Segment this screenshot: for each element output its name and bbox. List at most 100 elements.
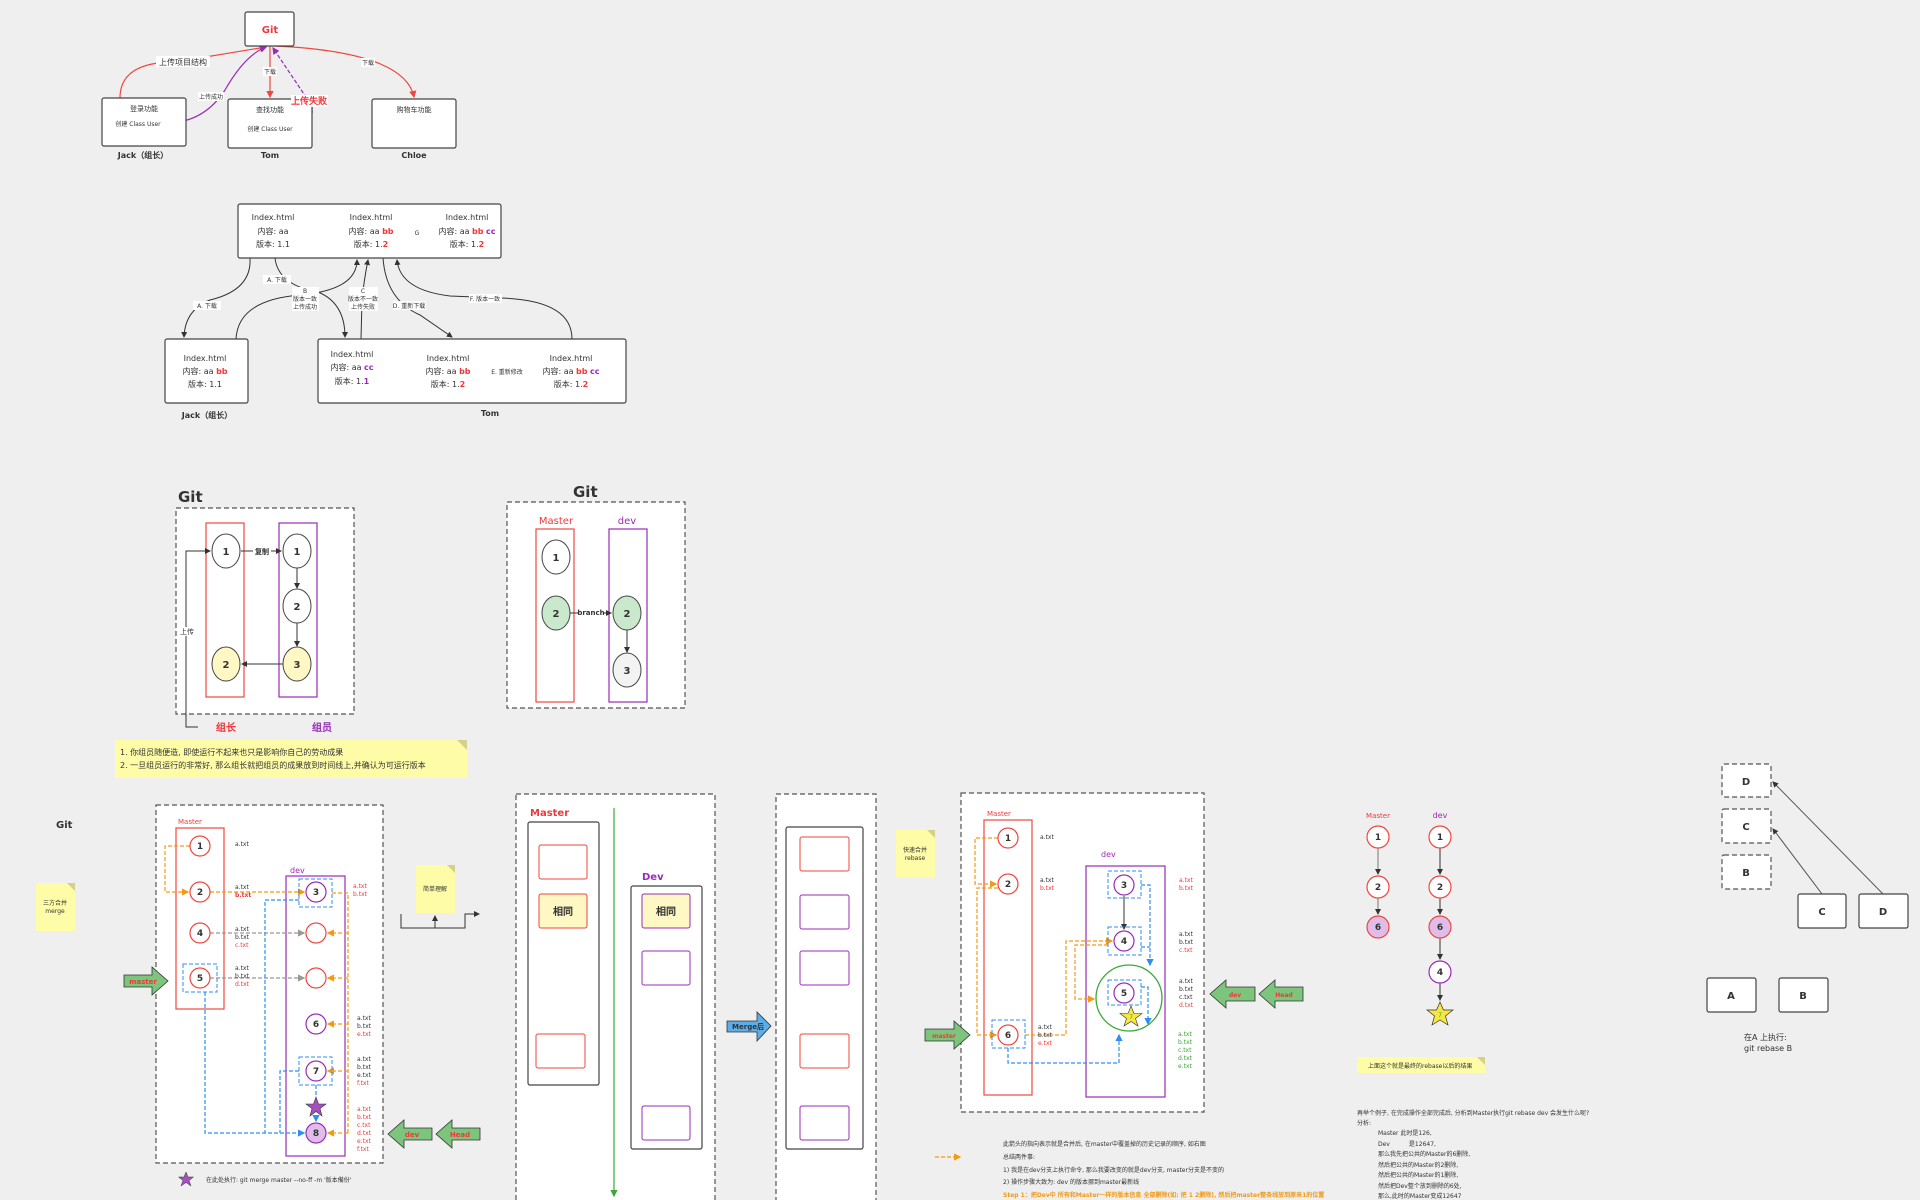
shape (997, 873, 1019, 895)
commit-box-same (641, 893, 691, 929)
text-fragment: bb (576, 367, 588, 376)
edge-label-f: F. 版本一致 (470, 295, 500, 303)
text-fragment: 2 (460, 380, 466, 389)
commit-box (799, 836, 850, 872)
head-pointer[interactable]: Head (1258, 979, 1304, 1009)
file-content: 内容: aa bb cc (438, 226, 495, 236)
commit-box (799, 894, 850, 930)
connector (1025, 937, 1114, 1036)
edge-label-upload-success: 上传成功 (199, 93, 223, 101)
head-pointer[interactable]: Head (435, 1119, 481, 1149)
text-fragment: 内容: aa (182, 366, 213, 376)
master-node (541, 595, 571, 631)
file: e.txt (1038, 1040, 1053, 1047)
node-label: 6 (313, 1020, 319, 1030)
text-fragment: 版本: 1. (554, 379, 583, 389)
master-column (527, 821, 600, 1086)
shape (491, 367, 523, 376)
text-fragment: 内容: aa (542, 366, 573, 376)
commit (1778, 977, 1829, 1013)
merge-arrow: Merge后 (726, 1011, 772, 1043)
node-label: 1 (1437, 833, 1443, 843)
merged-column (785, 826, 864, 1150)
connector (1007, 1033, 1123, 1064)
file-version: 版本: 1.2 (431, 379, 465, 389)
shape (1428, 915, 1452, 939)
text-fragment: 版本: 1. (450, 239, 479, 249)
merge-diagram-title: Git (56, 820, 73, 831)
node-label: 2 (1005, 880, 1011, 890)
copy-edge-label: 复制 (254, 547, 269, 556)
master-node (541, 539, 571, 575)
file: b.txt (1179, 939, 1194, 946)
edge-label-upload-structure: 上传项目结构 (159, 57, 207, 67)
version-flow-diagram: Index.html 内容: aa 版本: 1.1 Index.html 内容:… (164, 203, 627, 420)
upload-edge (185, 548, 211, 728)
edge-label-c-line3: 上传失败 (351, 303, 375, 311)
dev-column (1085, 865, 1166, 1098)
text-fragment: bb (382, 227, 394, 236)
explanation-line: 2) 操作步骤大致为: dev 的版本挪到master最新线 (1003, 1178, 1139, 1186)
text-fragment: 内容: aa (438, 226, 469, 236)
commit-label: B (1799, 991, 1807, 1002)
file: e.txt (357, 1138, 372, 1145)
file: a.txt (1038, 1024, 1052, 1031)
connector (1141, 986, 1152, 1026)
shape (189, 881, 211, 903)
shape (1107, 926, 1142, 956)
rebase-result-diagram: Master dev 1 2 6 1 2 6 4 7 上面这个就是最终的reba… (1357, 811, 1589, 1200)
node-label: 8 (313, 1129, 319, 1139)
node-label: 4 (1121, 937, 1127, 947)
rebase-note (896, 830, 935, 878)
commit-box (799, 950, 850, 986)
file-version: 版本: 1.1 (188, 379, 222, 389)
tom-version-3: Index.html 内容: aa bb cc 版本: 1.2 (542, 354, 599, 389)
dev-pointer[interactable]: dev (387, 1119, 433, 1149)
commit-label: B (1742, 868, 1750, 879)
master-pointer[interactable]: master (924, 1020, 971, 1050)
edge-label-a1: A. 下载 (197, 302, 217, 310)
file: b.txt (357, 1064, 372, 1071)
star-icon (305, 1096, 327, 1117)
text-fragment: 版本: 1. (256, 239, 285, 249)
shape (305, 881, 327, 903)
shape (469, 294, 502, 303)
shape (1107, 979, 1142, 1006)
master-label: Master (530, 808, 569, 819)
dev-label: dev (618, 516, 637, 527)
shape (1428, 825, 1452, 849)
merge-diagram: Git 三方合并 merge Master dev 1 2 4 5 (36, 804, 481, 1187)
dev-pointer[interactable]: dev (1209, 979, 1256, 1009)
git-repo-box (244, 11, 295, 47)
shape (189, 835, 211, 857)
file: c.txt (235, 942, 249, 949)
arrow-right-icon (123, 966, 169, 996)
member-label: 组员 (312, 721, 332, 734)
star-label: 7 (1438, 1012, 1442, 1019)
remote-versions-box (237, 203, 502, 259)
connector (400, 911, 480, 929)
file: b.txt (357, 1023, 372, 1030)
commit-label: D (1742, 777, 1750, 788)
tom-version-1: Index.html 内容: aa cc 版本: 1.1 (330, 350, 373, 386)
analysis-line: 然后把公共的Master的2删除, (1378, 1161, 1458, 1169)
connector (974, 837, 998, 888)
shape (1366, 875, 1390, 899)
shape (263, 275, 291, 284)
shape (305, 1013, 327, 1035)
file: f.txt (357, 1080, 369, 1087)
analysis-line: Dev 是12647, (1378, 1141, 1436, 1148)
file: c.txt (1178, 1047, 1192, 1054)
master-pointer[interactable]: master (123, 966, 169, 996)
explanation-line: 总结两件事: (1003, 1153, 1035, 1161)
branch-edge-label: branch (577, 609, 604, 617)
text-fragment: 2 (479, 240, 485, 249)
copy-diagram-title: Git (178, 488, 203, 506)
dev-node (612, 652, 642, 688)
connector (927, 830, 935, 838)
file: a.txt (1040, 834, 1054, 841)
tom-version-2: Index.html 内容: aa bb 版本: 1.2 (425, 354, 470, 389)
text-fragment: 版本: 1. (431, 379, 460, 389)
connector (164, 845, 190, 896)
